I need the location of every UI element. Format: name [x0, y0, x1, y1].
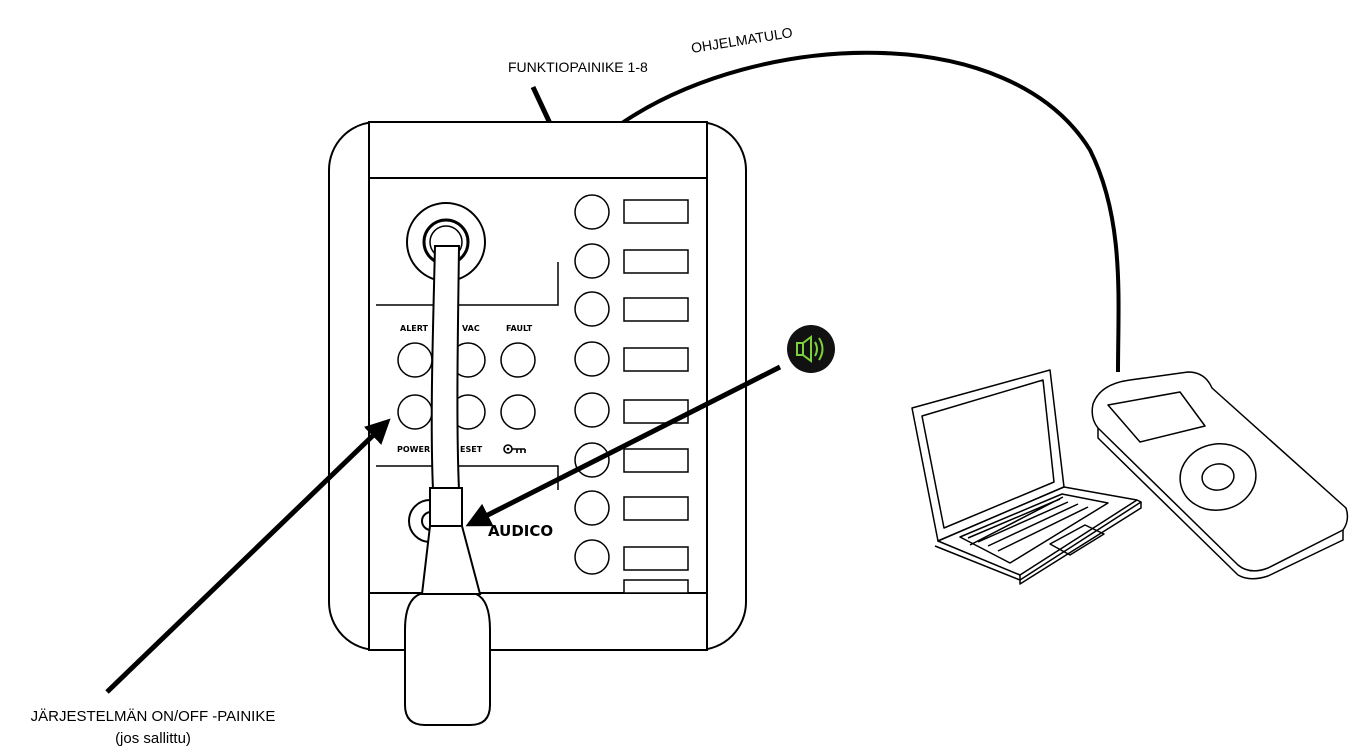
- speaker-icon: [787, 325, 835, 373]
- key-button[interactable]: [500, 394, 536, 430]
- gooseneck-microphone[interactable]: [404, 245, 491, 726]
- reset-label: ESET: [460, 445, 483, 454]
- fault-button[interactable]: [500, 342, 536, 378]
- program-input-cable: [620, 50, 1121, 373]
- brand-logo: AUDICO: [488, 522, 553, 540]
- mic-cone: [420, 525, 482, 595]
- function-buttons: [574, 194, 689, 594]
- function-label-slot-6: [623, 448, 689, 473]
- function-button-8[interactable]: [574, 539, 610, 575]
- control-panel: ALERT VAC FAULT POWER ESET AUDICO: [328, 121, 747, 726]
- power-label: POWER: [397, 445, 430, 454]
- function-label-slot-8: [623, 546, 689, 571]
- power-button-label: JÄRJESTELMÄN ON/OFF -PAINIKE: [31, 708, 276, 725]
- function-button-3[interactable]: [574, 291, 610, 327]
- power-button[interactable]: [397, 394, 433, 430]
- power-button-sublabel: (jos sallittu): [115, 730, 191, 747]
- function-label-slot-1: [623, 199, 689, 224]
- function-button-5[interactable]: [574, 392, 610, 428]
- alert-button[interactable]: [397, 342, 433, 378]
- mic-head: [404, 593, 491, 726]
- function-label-slot-4: [623, 347, 689, 372]
- program-input-label: OHJELMATULO: [690, 24, 794, 56]
- fault-label: FAULT: [506, 324, 533, 333]
- headphone-socket: [408, 499, 431, 543]
- function-label-slot-2: [623, 249, 689, 274]
- alert-label: ALERT: [400, 324, 429, 333]
- speaker-arrow: [465, 364, 782, 527]
- function-button-2[interactable]: [574, 243, 610, 279]
- mic-collar: [429, 487, 463, 527]
- function-button-4[interactable]: [574, 341, 610, 377]
- function-label-slot-7: [623, 496, 689, 521]
- key-icon: [503, 444, 526, 454]
- laptop-illustration: [911, 369, 1142, 585]
- media-player-illustration: [1091, 371, 1349, 580]
- function-button-7[interactable]: [574, 490, 610, 526]
- evac-label: VAC: [462, 324, 480, 333]
- function-button-1[interactable]: [574, 194, 610, 230]
- function-buttons-label: FUNKTIOPAINIKE 1-8: [508, 59, 648, 75]
- function-label-slot-3: [623, 297, 689, 322]
- power-button-arrow: [105, 418, 391, 694]
- mic-neck: [430, 245, 461, 491]
- function-label-slot-extra: [623, 579, 689, 594]
